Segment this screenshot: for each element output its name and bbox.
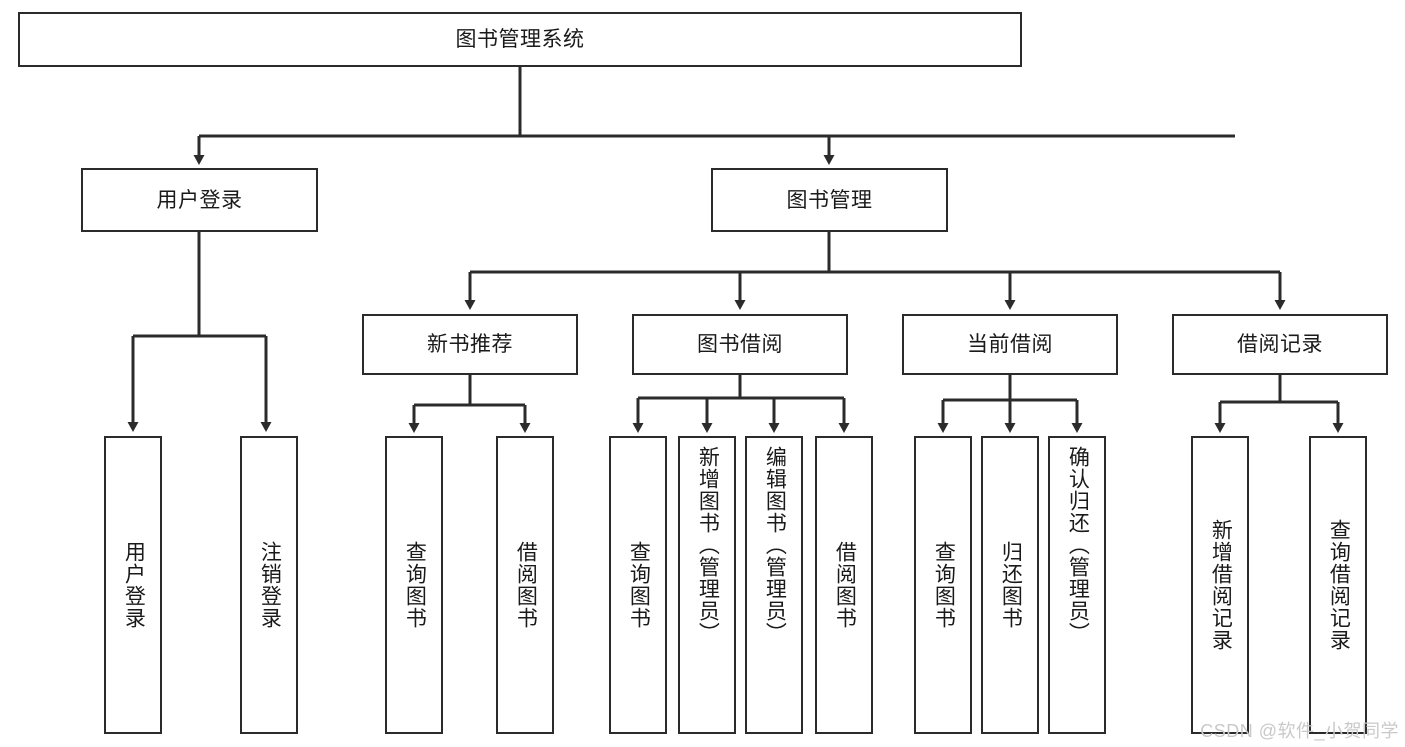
watermark-text: CSDN @软件_小贺同学 bbox=[1200, 721, 1399, 741]
node-label: 归还图书 bbox=[999, 541, 1023, 629]
node-label: 新书推荐 bbox=[427, 333, 513, 356]
node-new-book-recommend[interactable]: 新书推荐 bbox=[362, 314, 578, 375]
leaf-query-borrow-record[interactable]: 查询借阅记录 bbox=[1309, 436, 1367, 734]
node-label: 图书管理系统 bbox=[455, 28, 585, 51]
node-label: 新增借阅记录 bbox=[1209, 519, 1233, 651]
node-book-management[interactable]: 图书管理 bbox=[711, 168, 948, 232]
leaf-query-book-current[interactable]: 查询图书 bbox=[914, 436, 972, 734]
node-label: 当前借阅 bbox=[967, 333, 1053, 356]
node-label: 查询图书 bbox=[403, 541, 427, 629]
node-label: 查询借阅记录 bbox=[1327, 519, 1351, 651]
node-label: 注销登录 bbox=[258, 541, 282, 629]
node-label: 新增图书（管理员） bbox=[696, 446, 720, 644]
node-label: 借阅图书 bbox=[833, 541, 857, 629]
node-user-login[interactable]: 用户登录 bbox=[81, 168, 318, 232]
leaf-confirm-return-admin[interactable]: 确认归还（管理员） bbox=[1048, 436, 1106, 734]
leaf-return-book[interactable]: 归还图书 bbox=[981, 436, 1039, 734]
node-label: 编辑图书（管理员） bbox=[763, 446, 787, 644]
leaf-query-book-borrow[interactable]: 查询图书 bbox=[609, 436, 667, 734]
node-label: 图书管理 bbox=[786, 188, 873, 212]
leaf-add-borrow-record[interactable]: 新增借阅记录 bbox=[1191, 436, 1249, 734]
leaf-edit-book-admin[interactable]: 编辑图书（管理员） bbox=[745, 436, 803, 734]
leaf-borrow-book[interactable]: 借阅图书 bbox=[815, 436, 873, 734]
leaf-logout[interactable]: 注销登录 bbox=[240, 436, 298, 734]
node-label: 查询图书 bbox=[627, 541, 651, 629]
leaf-add-book-admin[interactable]: 新增图书（管理员） bbox=[678, 436, 736, 734]
node-label: 图书借阅 bbox=[697, 333, 783, 356]
node-label: 用户登录 bbox=[122, 541, 146, 629]
node-label: 借阅图书 bbox=[514, 541, 538, 629]
node-label: 用户登录 bbox=[156, 188, 243, 212]
node-borrow-record[interactable]: 借阅记录 bbox=[1172, 314, 1388, 375]
leaf-user-login[interactable]: 用户登录 bbox=[104, 436, 162, 734]
node-label: 确认归还（管理员） bbox=[1066, 446, 1090, 644]
node-label: 借阅记录 bbox=[1237, 333, 1323, 356]
node-book-borrow[interactable]: 图书借阅 bbox=[632, 314, 848, 375]
node-root-system[interactable]: 图书管理系统 bbox=[18, 12, 1022, 67]
node-label: 查询图书 bbox=[932, 541, 956, 629]
node-current-borrow[interactable]: 当前借阅 bbox=[902, 314, 1118, 375]
leaf-query-book-recommend[interactable]: 查询图书 bbox=[385, 436, 443, 734]
leaf-borrow-book-recommend[interactable]: 借阅图书 bbox=[496, 436, 554, 734]
